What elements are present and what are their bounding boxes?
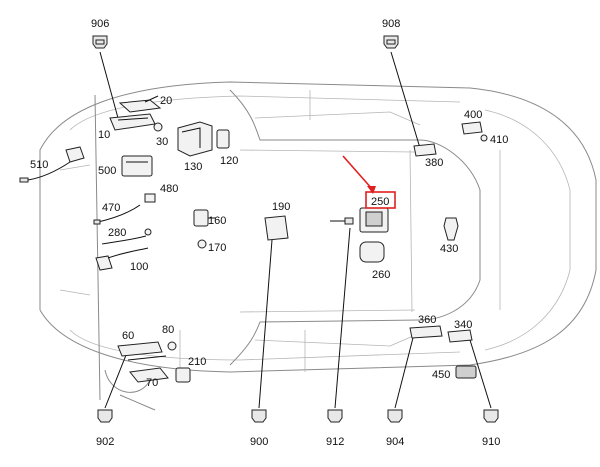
part-labels: 20 10 30 130 120 510 500 480 470 280 100… — [30, 95, 508, 389]
label-260: 260 — [372, 269, 390, 281]
label-902: 902 — [96, 436, 114, 448]
part-190-control-unit — [264, 215, 289, 241]
label-450: 450 — [432, 369, 450, 381]
label-480: 480 — [160, 183, 178, 195]
label-906: 906 — [91, 18, 109, 30]
part-260-cover — [359, 241, 385, 263]
connector-902 — [97, 409, 113, 423]
connector-900 — [251, 409, 267, 423]
label-160: 160 — [208, 215, 226, 227]
label-910: 910 — [482, 436, 500, 448]
label-210: 210 — [188, 356, 206, 368]
part-160-sensor — [193, 209, 216, 227]
label-60: 60 — [122, 330, 134, 342]
part-480-connector — [144, 193, 156, 203]
label-30: 30 — [156, 136, 168, 148]
part-380-sensor — [413, 143, 437, 157]
label-360: 360 — [418, 314, 436, 326]
part-410-clip — [480, 134, 488, 142]
label-340: 340 — [454, 319, 472, 331]
label-500: 500 — [98, 165, 116, 177]
part-170-clip — [197, 239, 207, 249]
label-80: 80 — [162, 324, 174, 336]
part-500-module — [121, 155, 153, 177]
connector-904 — [387, 409, 403, 423]
part-470-cable — [93, 204, 141, 225]
label-250: 250 — [371, 196, 389, 208]
part-100-antenna — [95, 247, 149, 271]
label-470: 470 — [102, 202, 120, 214]
label-510: 510 — [30, 159, 48, 171]
part-60-module — [117, 341, 163, 357]
part-30-grommet — [153, 122, 163, 132]
part-210-sensor — [175, 367, 191, 383]
label-170: 170 — [208, 242, 226, 254]
label-912: 912 — [326, 436, 344, 448]
connector-labels: 906 908 902 900 912 904 910 — [91, 18, 500, 448]
part-250-module — [330, 207, 389, 233]
connector-906 — [92, 35, 108, 49]
part-450-module — [455, 365, 477, 379]
connector-leader-lines — [99, 51, 492, 409]
connector-908 — [383, 35, 399, 49]
part-130-control-unit — [177, 121, 213, 157]
label-400: 400 — [464, 109, 482, 121]
vehicle-outline — [39, 81, 597, 411]
label-10: 10 — [98, 129, 110, 141]
part-510-cable — [19, 146, 85, 183]
label-120: 120 — [220, 155, 238, 167]
part-280-cable — [101, 228, 152, 245]
part-120-sensor — [216, 129, 230, 149]
part-20-bracket — [118, 95, 162, 113]
label-130: 130 — [184, 161, 202, 173]
label-430: 430 — [440, 243, 458, 255]
part-400-sensor — [461, 121, 483, 135]
connector-912 — [327, 409, 343, 423]
part-80-grommet — [167, 341, 177, 351]
connector-910 — [483, 409, 499, 423]
part-10-module — [109, 113, 156, 131]
part-340-sensor — [447, 329, 473, 343]
part-430-bolt — [443, 217, 459, 241]
highlight-250 — [342, 155, 396, 209]
label-190: 190 — [272, 201, 290, 213]
label-904: 904 — [386, 436, 404, 448]
label-900: 900 — [250, 436, 268, 448]
label-410: 410 — [490, 134, 508, 146]
label-100: 100 — [130, 261, 148, 273]
part-360-sensor — [409, 325, 443, 339]
label-908: 908 — [382, 18, 400, 30]
label-280: 280 — [108, 227, 126, 239]
label-20: 20 — [160, 95, 172, 107]
label-70: 70 — [146, 377, 158, 389]
part-70-bracket — [127, 355, 169, 383]
label-380: 380 — [425, 157, 443, 169]
